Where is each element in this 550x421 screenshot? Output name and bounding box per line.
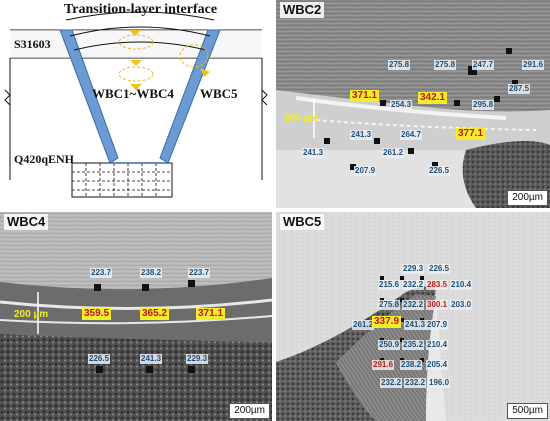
wbc4-hardness-value-high: 359.5: [82, 308, 112, 320]
wbc2-micrograph-image: [276, 0, 550, 208]
weld-schematic-drawing: [4, 11, 268, 198]
wbc2-hardness-value: 275.8: [388, 60, 411, 70]
wbc5-micrograph-panel: WBC5 500µm 229.3 226.5 215.6 232.2 283.5…: [276, 212, 550, 421]
wbc2-hardness-value: 241.3: [350, 130, 373, 140]
wbc2-hardness-value: 254.3: [390, 100, 413, 110]
wbc5-hardness-value: 210.4: [426, 340, 449, 350]
wbc4-dimension-label: 200 µm: [14, 309, 49, 320]
schematic-title: Transition-layer interface: [64, 2, 218, 17]
wbc2-hardness-value: 226.5: [428, 166, 451, 176]
wbc2-hardness-value: 247.7: [472, 60, 495, 70]
wbc2-hardness-value: 261.2: [382, 148, 405, 158]
wbc2-hardness-value-high: 377.1: [456, 128, 486, 140]
wbc4-hardness-value-high: 371.1: [196, 308, 226, 320]
wbc2-hardness-value: 295.8: [472, 100, 495, 110]
wbc5-hardness-value: 232.2: [404, 378, 427, 388]
wbc4-title: WBC4: [4, 214, 49, 230]
wbc2-hardness-value-high: 342.1: [418, 92, 448, 104]
wbc5-scale-bar: 500µm: [507, 403, 548, 419]
wbc5-hardness-value: 205.4: [426, 360, 449, 370]
wbc4-hardness-value: 226.5: [88, 354, 111, 364]
wbc2-micrograph-panel: WBC2 200µm 200 µm 275.8 275.8 247.7 291.…: [276, 0, 550, 208]
wbc5-hardness-value: 275.8: [378, 300, 401, 310]
wbc2-hardness-value: 241.3: [302, 148, 325, 158]
wbc2-title: WBC2: [280, 2, 325, 18]
wbc5-hardness-value: 215.6: [378, 280, 401, 290]
wbc4-micrograph-panel: WBC4 200µm 200 µm 223.7 238.2 223.7 359.…: [0, 212, 272, 421]
wbc5-hardness-value: 235.2: [402, 340, 425, 350]
wbc5-hardness-value: 261.2: [352, 320, 375, 330]
wbc5-hardness-value-high: 291.6: [372, 360, 395, 370]
wbc2-hardness-value: 287.5: [508, 84, 531, 94]
wbc5-label: WBC5: [200, 86, 238, 101]
wbc5-hardness-value-high: 300.1: [426, 300, 449, 310]
wbc5-hardness-value: 210.4: [450, 280, 473, 290]
wbc5-micrograph-image: [276, 212, 550, 421]
wbc5-hardness-value-high: 337.9: [372, 316, 402, 328]
wbc5-hardness-value: 226.5: [428, 264, 451, 274]
wbc5-hardness-value: 250.9: [378, 340, 401, 350]
wbc1-4-label: WBC1~WBC4: [92, 86, 174, 101]
wbc4-hardness-value: 229.3: [186, 354, 209, 364]
wbc4-hardness-value: 223.7: [90, 268, 113, 278]
wbc5-hardness-value-high: 283.5: [426, 280, 449, 290]
wbc5-title: WBC5: [280, 214, 325, 230]
wbc5-hardness-value: 238.2: [400, 360, 423, 370]
weld-schematic-panel: Transition-layer interface S31603 Q420qE…: [0, 0, 272, 208]
wbc2-hardness-value: 264.7: [400, 130, 423, 140]
top-plate-label: S31603: [14, 37, 51, 51]
wbc4-hardness-value-high: 365.2: [140, 308, 170, 320]
wbc2-hardness-value: 291.6: [522, 60, 545, 70]
wbc2-hardness-value-high: 371.1: [350, 90, 380, 102]
wbc5-hardness-value: 232.2: [380, 378, 403, 388]
wbc4-hardness-value: 223.7: [188, 268, 211, 278]
wbc5-hardness-value: 207.9: [426, 320, 449, 330]
wbc5-hardness-value: 232.2: [402, 280, 425, 290]
wbc5-hardness-value: 241.3: [404, 320, 427, 330]
wbc4-hardness-value: 241.3: [140, 354, 163, 364]
wbc2-scale-bar: 200µm: [507, 190, 548, 206]
wbc4-scale-bar: 200µm: [229, 403, 270, 419]
base-plate-label: Q420qENH: [14, 152, 75, 166]
wbc5-hardness-value: 203.0: [450, 300, 473, 310]
wbc5-hardness-value: 232.2: [402, 300, 425, 310]
wbc5-hardness-value: 229.3: [402, 264, 425, 274]
wbc2-hardness-value: 207.9: [354, 166, 377, 176]
wbc2-dimension-label: 200 µm: [284, 113, 319, 124]
wbc2-hardness-value: 275.8: [434, 60, 457, 70]
wbc5-hardness-value: 196.0: [428, 378, 451, 388]
wbc4-hardness-value: 238.2: [140, 268, 163, 278]
